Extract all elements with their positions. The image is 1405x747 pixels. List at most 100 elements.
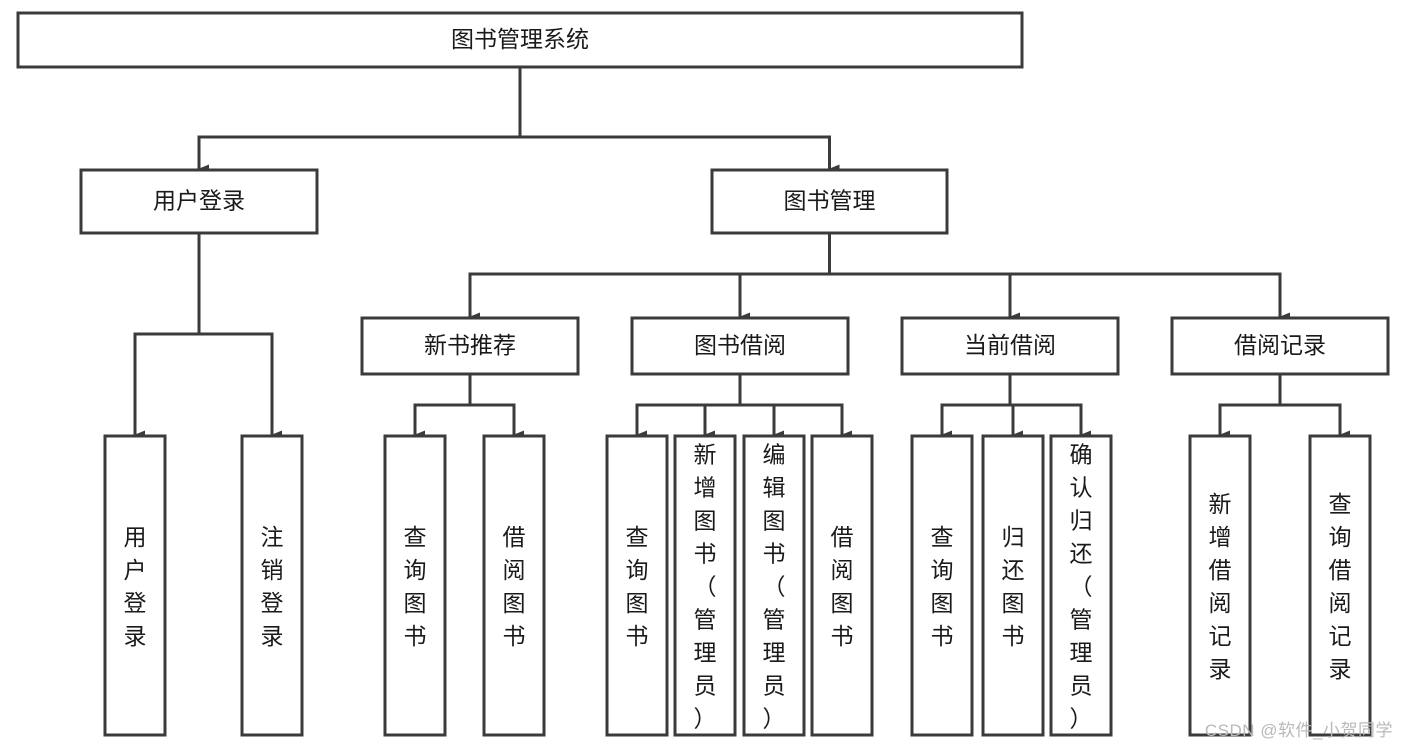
node-level3-1-box[interactable] xyxy=(630,316,850,376)
node-leaf-8-label-char: 询 xyxy=(931,557,954,583)
node-level2-1-label: 图书管理 xyxy=(784,188,876,214)
node-level2-0-box[interactable] xyxy=(79,168,319,235)
node-level3-1-label: 图书借阅 xyxy=(694,332,786,358)
node-leaf-4-label-char: 询 xyxy=(626,557,649,583)
node-leaf-5-label-char: ） xyxy=(694,706,717,732)
node-leaf-6-label-char: 书 xyxy=(763,541,786,567)
node-leaf-1-label-char: 销 xyxy=(261,557,284,583)
node-leaf-5-label-char: 增 xyxy=(694,475,717,501)
node-leaf-11-label-char: 新 xyxy=(1209,491,1232,517)
node-level3-0-box[interactable] xyxy=(360,316,580,376)
node-level2-1-box[interactable] xyxy=(710,168,949,235)
node-level2-0[interactable]: 用户登录 xyxy=(79,168,319,235)
node-leaf-12-box[interactable] xyxy=(1308,434,1372,737)
node-leaf-6-label-char: 管 xyxy=(763,607,786,633)
node-leaf-3-label-char: 书 xyxy=(503,623,526,649)
node-leaf-0[interactable]: 用户登录 xyxy=(103,434,167,737)
node-leaf-10-label-char: 确 xyxy=(1070,442,1093,468)
node-leaf-11-label-char: 借 xyxy=(1209,557,1232,583)
node-leaf-4-label-char: 图 xyxy=(626,590,649,616)
node-leaf-4-label-char: 查 xyxy=(626,524,649,550)
node-leaf-12-label-char: 阅 xyxy=(1329,590,1352,616)
node-leaf-10-label-char: 员 xyxy=(1070,673,1093,699)
node-leaf-8-box[interactable] xyxy=(910,434,974,737)
node-leaf-9-label-char: 图 xyxy=(1002,590,1025,616)
csdn-watermark: CSDN @软件_小贺同学 xyxy=(1204,721,1393,740)
node-leaf-9-label-char: 还 xyxy=(1002,557,1025,583)
node-leaf-5-box[interactable] xyxy=(673,434,737,737)
node-leaf-6-label-char: 员 xyxy=(763,673,786,699)
node-leaf-12-label-char: 询 xyxy=(1329,524,1352,550)
node-leaf-10-box[interactable] xyxy=(1049,434,1113,737)
node-leaf-6-label-char: （ xyxy=(763,574,786,600)
node-level3-0-label: 新书推荐 xyxy=(424,332,516,358)
node-leaf-4-label-char: 书 xyxy=(626,623,649,649)
node-leaf-7-label-char: 书 xyxy=(831,623,854,649)
node-leaf-7-box[interactable] xyxy=(810,434,874,737)
node-leaf-11-box[interactable] xyxy=(1188,434,1252,737)
node-level3-3[interactable]: 借阅记录 xyxy=(1170,316,1390,376)
node-leaf-10-label-char: 归 xyxy=(1070,508,1093,534)
node-leaf-12-label-char: 查 xyxy=(1329,491,1352,517)
node-leaf-8-label-char: 书 xyxy=(931,623,954,649)
node-leaf-12-label-char: 借 xyxy=(1329,557,1352,583)
node-level3-3-box[interactable] xyxy=(1170,316,1390,376)
node-leaf-6-label-char: 图 xyxy=(763,508,786,534)
node-level3-3-label: 借阅记录 xyxy=(1234,332,1326,358)
node-leaf-10-label-char: 还 xyxy=(1070,541,1093,567)
node-leaf-2-label-char: 查 xyxy=(404,524,427,550)
node-leaf-5-label-char: 书 xyxy=(694,541,717,567)
node-leaf-2-label-char: 图 xyxy=(404,590,427,616)
node-leaf-10-label-char: （ xyxy=(1070,574,1093,600)
node-leaf-10-label-char: 认 xyxy=(1070,475,1093,501)
node-level3-0[interactable]: 新书推荐 xyxy=(360,316,580,376)
node-level3-2-box[interactable] xyxy=(900,316,1120,376)
node-leaf-8-label-char: 查 xyxy=(931,524,954,550)
node-leaf-5-label-char: 管 xyxy=(694,607,717,633)
node-leaf-3-box[interactable] xyxy=(482,434,546,737)
node-leaf-0-box[interactable] xyxy=(103,434,167,737)
node-leaf-11-label-char: 录 xyxy=(1209,656,1232,682)
node-leaf-6-label-char: 理 xyxy=(763,640,786,666)
node-leaf-12-label-char: 录 xyxy=(1329,656,1352,682)
node-leaf-4-box[interactable] xyxy=(605,434,669,737)
node-leaf-3-label-char: 阅 xyxy=(503,557,526,583)
node-level3-2-label: 当前借阅 xyxy=(964,332,1056,358)
node-root-box[interactable] xyxy=(16,11,1024,69)
node-leaf-5-label-char: 图 xyxy=(694,508,717,534)
node-leaf-5-label-char: 员 xyxy=(694,673,717,699)
node-leaf-1-box[interactable] xyxy=(240,434,304,737)
node-leaf-11-label-char: 阅 xyxy=(1209,590,1232,616)
node-leaf-7-label-char: 图 xyxy=(831,590,854,616)
node-leaf-12-label-char: 记 xyxy=(1329,623,1352,649)
node-level3-1[interactable]: 图书借阅 xyxy=(630,316,850,376)
node-leaf-3-label-char: 借 xyxy=(503,524,526,550)
node-leaf-2-box[interactable] xyxy=(383,434,447,737)
node-leaf-6-label-char: 编 xyxy=(763,442,786,468)
node-level2-0-label: 用户登录 xyxy=(153,188,245,214)
node-leaf-9-box[interactable] xyxy=(981,434,1045,737)
node-leaf-6-box[interactable] xyxy=(742,434,806,737)
node-leaf-1-label-char: 录 xyxy=(261,623,284,649)
node-root[interactable]: 图书管理系统 xyxy=(16,11,1024,69)
node-leaf-5-label-char: （ xyxy=(694,574,717,600)
node-leaf-10-label-char: ） xyxy=(1070,706,1093,732)
node-level2-1[interactable]: 图书管理 xyxy=(710,168,949,235)
node-root-label: 图书管理系统 xyxy=(451,26,589,52)
node-level3-2[interactable]: 当前借阅 xyxy=(900,316,1120,376)
node-leaf-1-label-char: 登 xyxy=(261,590,284,616)
node-leaf-9-label-char: 书 xyxy=(1002,623,1025,649)
